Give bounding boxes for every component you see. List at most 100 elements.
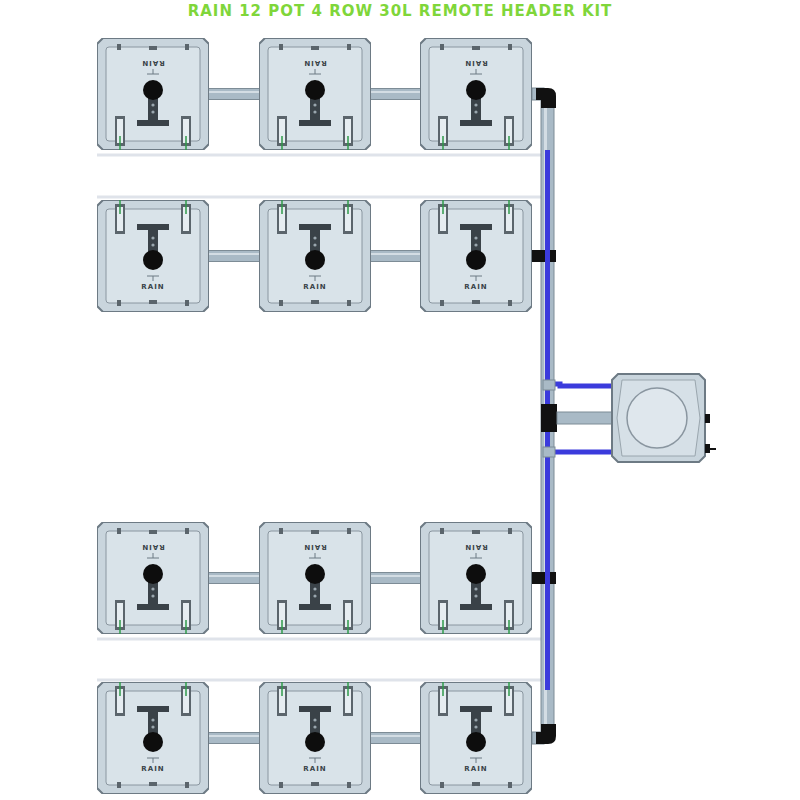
drip-hole	[143, 564, 163, 584]
pot-tab	[347, 528, 351, 534]
drip-hole	[305, 732, 325, 752]
drip-marker	[442, 620, 444, 634]
pot: RAIN	[420, 200, 532, 312]
lid-mark	[153, 553, 154, 558]
pot-tab	[311, 530, 319, 534]
drip-hole	[305, 564, 325, 584]
pot: RAIN	[259, 38, 371, 150]
pipe-outline	[209, 572, 259, 584]
pot-brand: RAIN	[259, 765, 371, 773]
tank-fitting	[705, 444, 710, 453]
slot-hole	[151, 110, 154, 113]
pot-body	[259, 682, 371, 794]
drip-marker	[185, 136, 187, 150]
pot: RAIN	[420, 522, 532, 634]
lid-mark	[476, 69, 477, 74]
pot-tab	[279, 44, 283, 50]
slot-hole	[151, 587, 154, 590]
drip-line	[97, 638, 552, 641]
pot-tab	[149, 530, 157, 534]
pot-tab	[472, 300, 480, 304]
tee-fitting	[541, 404, 557, 432]
pot-tab	[440, 44, 444, 50]
slot-hole	[151, 725, 154, 728]
pipe-connector	[209, 92, 259, 94]
pipe-highlight	[371, 735, 420, 737]
pot-tab	[185, 782, 189, 788]
slot-hole	[313, 236, 316, 239]
pot-outline	[420, 200, 532, 312]
pot-tab	[279, 300, 283, 306]
slot-hole	[151, 718, 154, 721]
drip-marker	[119, 136, 121, 150]
pot-tab	[117, 300, 121, 306]
slot-hole	[474, 110, 477, 113]
tank-lid	[627, 388, 687, 448]
slot-hole	[474, 243, 477, 246]
slot-hole	[474, 587, 477, 590]
pipe-outline	[371, 88, 420, 100]
pot: RAIN	[97, 682, 209, 794]
slot-hole	[474, 103, 477, 106]
slot-hole	[313, 725, 316, 728]
lid-mark	[153, 276, 154, 281]
pot-body	[259, 200, 371, 312]
pot-brand: RAIN	[97, 59, 209, 67]
drip-hole	[466, 250, 486, 270]
drip-line	[97, 196, 552, 199]
pot-tab	[440, 300, 444, 306]
pot-tab	[440, 782, 444, 788]
pot-tab	[347, 782, 351, 788]
drip-hole	[305, 80, 325, 100]
pot-outline	[97, 522, 209, 634]
tee-fitting	[532, 572, 556, 584]
slot-hole	[474, 725, 477, 728]
lid-mark	[315, 553, 316, 558]
slot-hole	[313, 587, 316, 590]
blue-tube	[548, 450, 613, 455]
pot-tab	[185, 300, 189, 306]
pot: RAIN	[97, 522, 209, 634]
slot-hole	[151, 594, 154, 597]
title: RAIN 12 POT 4 ROW 30L REMOTE HEADER KIT	[0, 2, 800, 20]
pot-tab	[508, 782, 512, 788]
pot-body	[97, 200, 209, 312]
pot-tab	[311, 300, 319, 304]
pipe-outline	[209, 88, 259, 100]
pot-tab	[279, 782, 283, 788]
pot-body	[420, 200, 532, 312]
drip-marker	[347, 682, 349, 696]
pot-tab	[117, 782, 121, 788]
drip-marker	[442, 200, 444, 214]
drip-marker	[508, 200, 510, 214]
pot-outline	[259, 200, 371, 312]
drip-marker	[281, 682, 283, 696]
pot-brand: RAIN	[259, 59, 371, 67]
pot-brand: RAIN	[420, 543, 532, 551]
tank-top	[617, 380, 700, 456]
pipe-body	[371, 573, 420, 583]
pipe-connector	[371, 254, 420, 256]
pot-tab	[149, 782, 157, 786]
drip-hole	[305, 250, 325, 270]
pot-body	[420, 522, 532, 634]
pot-tab	[472, 46, 480, 50]
pipe-highlight	[371, 575, 420, 577]
pipe-connector	[209, 736, 259, 738]
drip-hole	[143, 80, 163, 100]
elbow-fitting	[536, 88, 556, 108]
drip-marker	[508, 620, 510, 634]
lid-mark	[476, 758, 477, 763]
tank-wire	[710, 448, 716, 450]
pot: RAIN	[97, 38, 209, 150]
pot-outline	[259, 682, 371, 794]
drip-lines	[97, 155, 552, 680]
slot-hole	[313, 594, 316, 597]
drip-marker	[119, 200, 121, 214]
drip-hole	[143, 250, 163, 270]
header-tank	[612, 374, 716, 462]
pot-tab	[117, 44, 121, 50]
drip-marker	[281, 136, 283, 150]
slot-hole	[313, 103, 316, 106]
pot-body	[259, 38, 371, 150]
